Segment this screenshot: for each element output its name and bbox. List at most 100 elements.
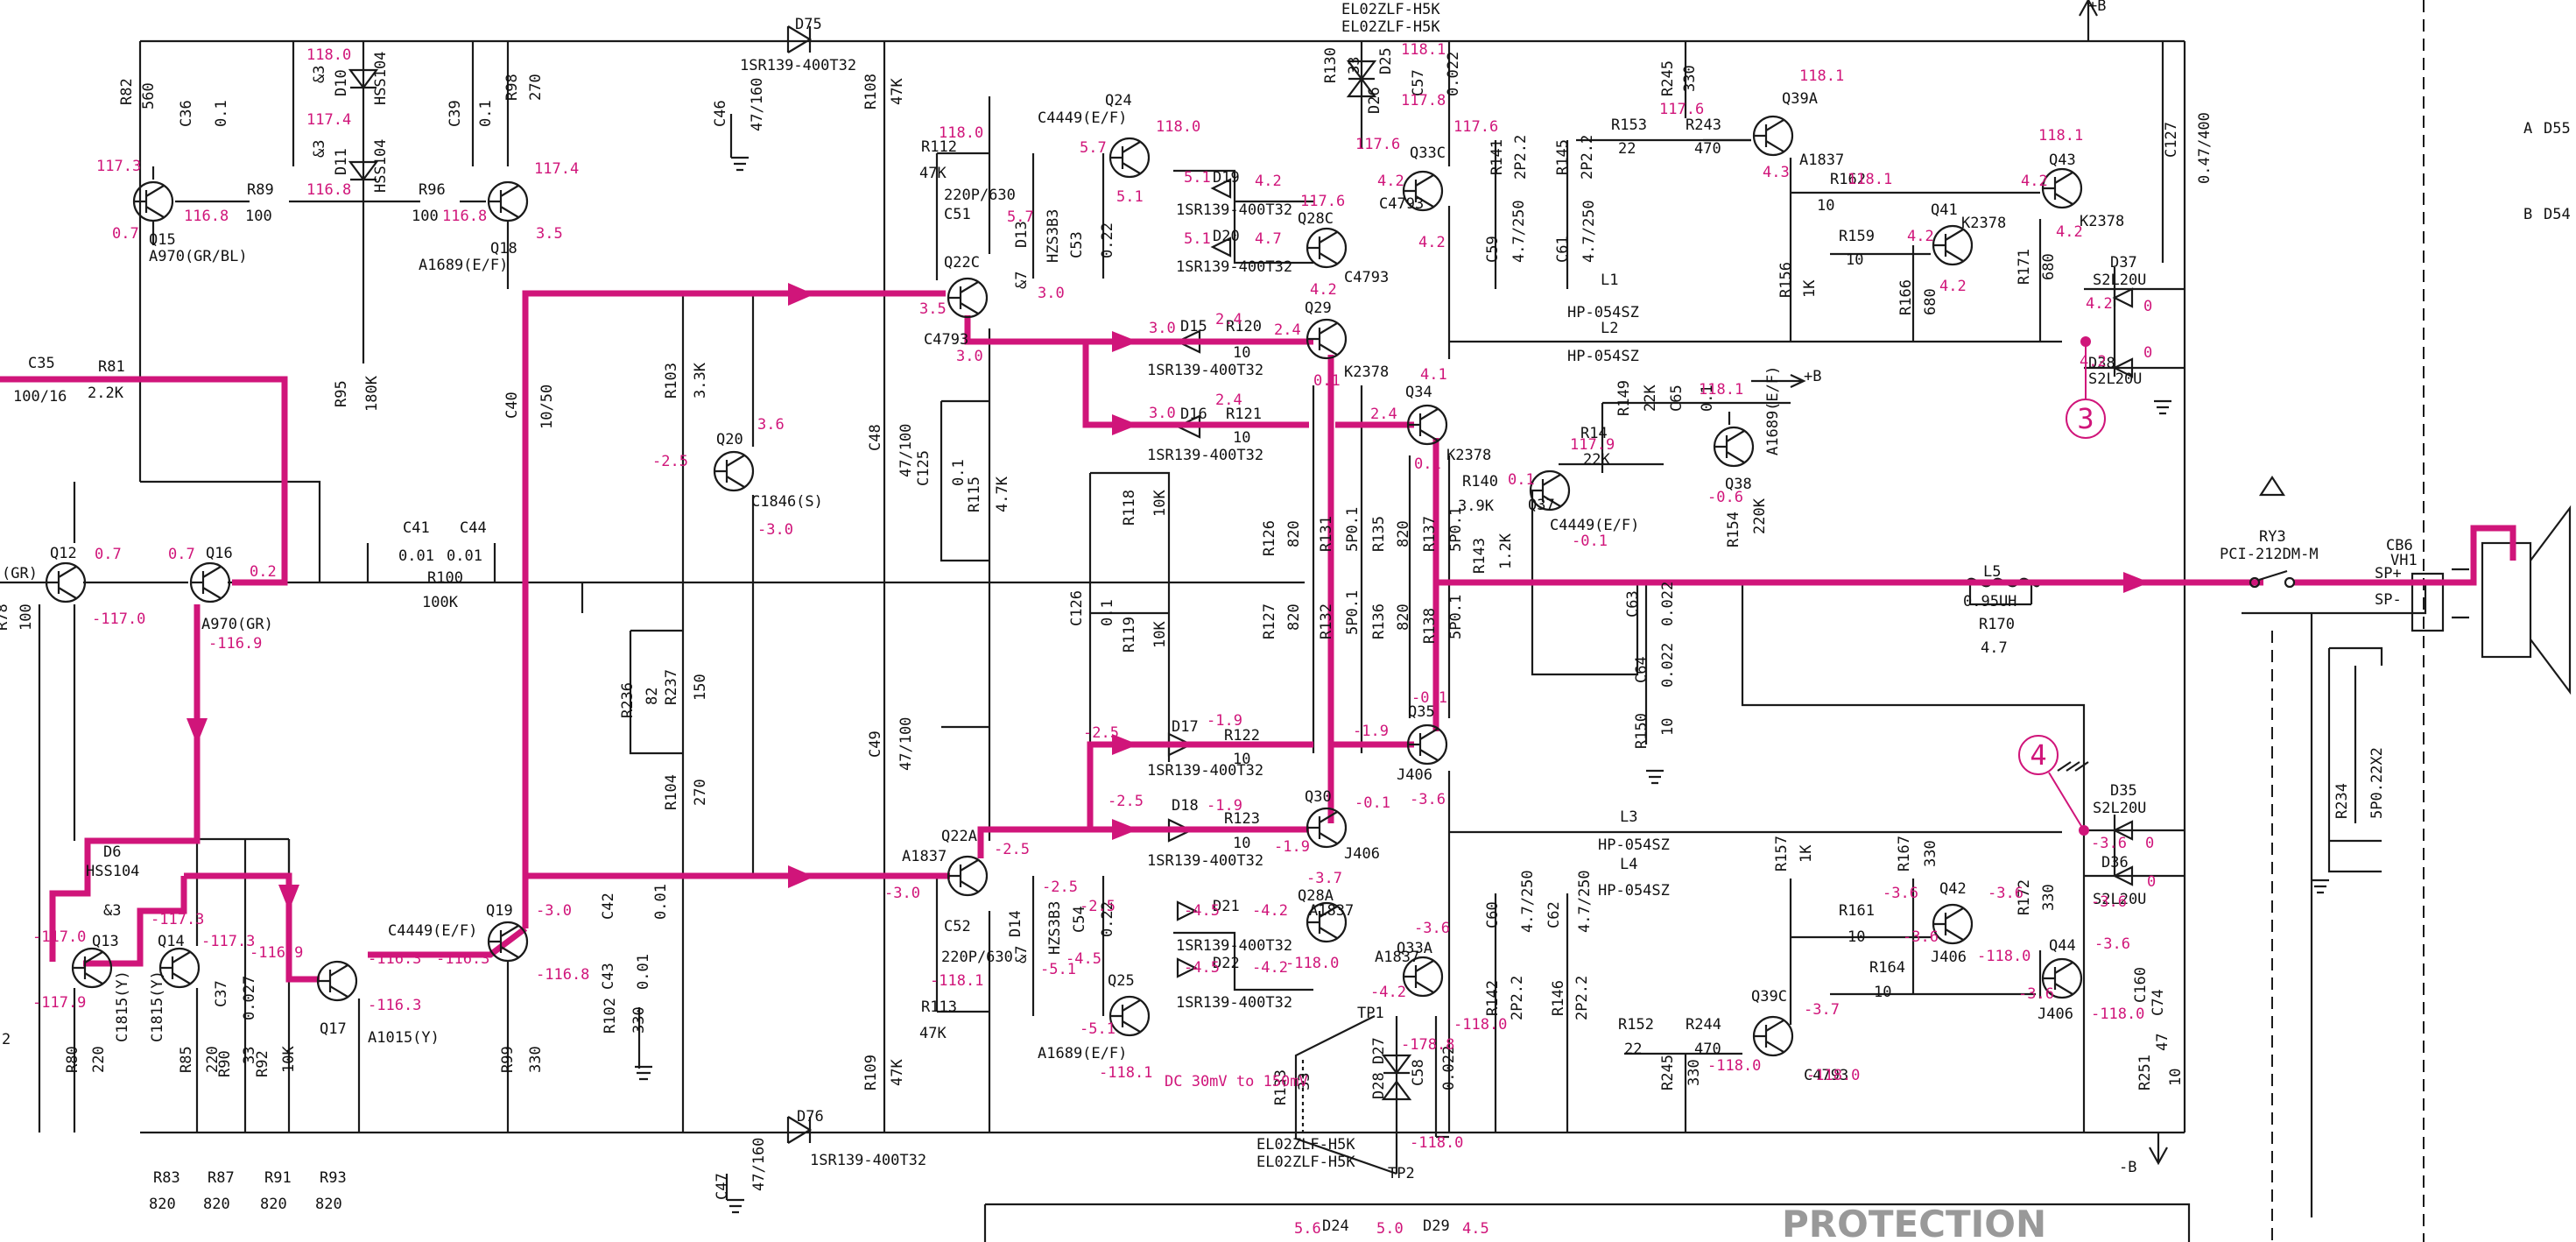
voltage-reading: -4.5 [1066,950,1101,968]
component-label: 330 [630,1006,648,1034]
component-label: D14 [1007,910,1024,937]
component-label: R251 [2136,1055,2154,1090]
component-label: Q33C [1410,145,1446,162]
component-label: D22 [1213,955,1240,972]
voltage-reading: -1.9 [1274,838,1310,856]
voltage-reading: -3.6 [2018,985,2054,1003]
component-label: 1SR139-400T32 [1147,762,1263,780]
component-label: R90 [216,1050,234,1077]
component-label: R234 [2333,783,2351,819]
voltage-reading: 2.4 [1274,321,1301,339]
voltage-reading: -118.0 [2091,1006,2144,1023]
arrow-right-icon [1751,374,1806,388]
voltage-reading: -118.0 [1707,1057,1761,1075]
component-label: Q37 [1528,497,1555,514]
component-label: TP1 [1357,1005,1384,1022]
transistor-q20 [713,450,755,492]
component-label: R170 [1979,616,2015,633]
voltage-reading: 3.5 [536,225,563,243]
transistor-q39c [1752,1015,1794,1057]
voltage-reading: DC 30mV to 150mV [1165,1073,1308,1090]
voltage-reading: -3.7 [1804,1001,1840,1019]
voltage-reading: 117.8 [1401,92,1446,109]
voltage-reading: -117.0 [32,928,86,946]
voltage-reading: 5.1 [1184,230,1211,248]
component-label: R157 [1773,836,1791,872]
component-label: C59 [1484,236,1502,263]
component-label: HP-054SZ [1598,882,1670,900]
component-label: C126 [1068,590,1086,626]
arrow-down-icon [187,718,208,744]
component-label: Q41 [1931,201,1958,219]
voltage-reading: 4.2 [2021,173,2048,190]
component-label: 47K [889,1059,906,1086]
component-label: 5P0.1 [1447,595,1465,639]
component-label: 2.2K [88,385,124,402]
component-label: D17 [1172,718,1199,736]
component-label: B [2523,206,2532,223]
component-label: D21 [1213,898,1240,915]
component-label: 220 [204,1046,222,1073]
component-label: D36 [2101,854,2129,872]
component-label: -B [2119,1159,2136,1176]
voltage-reading: 117.3 [96,158,141,175]
voltage-reading: 4.3 [1763,164,1790,181]
component-label: R161 [1839,902,1875,920]
component-label: D18 [1172,797,1199,815]
voltage-reading: 0.7 [95,546,122,563]
probe-leader-4 [2048,772,2085,831]
component-label: R149 [1615,380,1633,416]
component-label: C74 [2150,989,2167,1016]
component-label: 22K [1583,451,1610,469]
voltage-reading: 0.7 [168,546,195,563]
component-label: TP2 [1388,1165,1415,1182]
component-label: R152 [1618,1016,1654,1034]
component-label: 100 [245,208,272,225]
transistor-q13 [71,947,113,989]
component-label: 0.01 [635,954,652,990]
component-label: R92 [254,1050,271,1077]
component-label: R102 [602,998,619,1034]
component-label: EL02ZLF-H5K [1256,1136,1355,1154]
component-label: S2L20U [2093,800,2146,817]
component-label: R154 [1725,512,1742,547]
arrow-right-icon [2123,572,2150,593]
transistor-q16 [189,561,231,603]
component-label: R118 [1121,490,1138,526]
component-label: A [2523,120,2532,138]
component-label: 100 [412,208,439,225]
component-label: K2378 [1344,363,1389,381]
component-label: R121 [1226,406,1262,423]
voltage-reading: -116.9 [208,635,262,653]
transistor-q41 [1932,224,1974,266]
component-label: R137 [1421,516,1439,552]
component-label: VH1 [2390,552,2418,569]
component-label: 22 [1624,1041,1642,1058]
component-label: R135 [1370,516,1388,552]
component-label: &3 [103,902,121,920]
component-label: A970(GR/BL) [149,248,248,265]
component-label: R112 [921,138,957,156]
component-label: 10 [1848,928,1865,946]
voltage-reading: -118.0 [1410,1134,1463,1152]
voltage-reading: -4.2 [1252,959,1288,977]
transistor-q34 [1406,404,1448,446]
voltage-reading: 5.7 [1007,208,1034,226]
voltage-reading: -117.3 [151,911,204,928]
component-label: Q22C [944,254,980,272]
voltage-reading: 118.0 [1156,118,1200,136]
component-label: R171 [2016,249,2033,285]
transistor-q17 [316,960,358,1002]
component-label: A1837 [1375,949,1419,966]
transistor-q44 [2041,957,2083,999]
component-label: A1689(E/F) [419,257,508,274]
component-label: C57 [1410,69,1427,96]
voltage-reading: -0.1 [1411,689,1447,707]
voltage-reading: -178.8 [1401,1036,1454,1054]
voltage-reading: -116.3 [368,997,421,1014]
component-label: Q16 [206,545,233,562]
component-label: D6 [103,843,121,861]
component-label: C58 [1410,1059,1427,1086]
component-label: 2P2.2 [1509,976,1526,1020]
